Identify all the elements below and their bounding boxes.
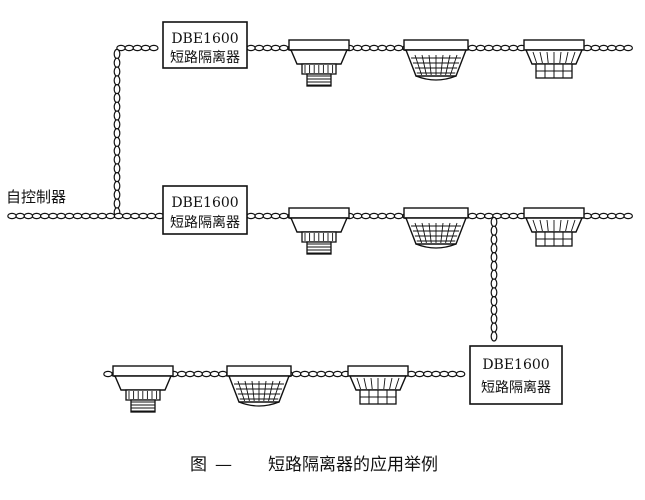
heat-detector-icon (288, 207, 350, 255)
isolator-name: 短路隔离器 (170, 214, 240, 231)
isolator-name: 短路隔离器 (481, 379, 551, 396)
isolator-model: DBE1600 (171, 31, 238, 47)
bus-top-left (116, 44, 159, 52)
isolator-model: DBE1600 (482, 357, 549, 373)
heat-detector-icon (112, 365, 174, 413)
smoke-detector-icon (403, 39, 469, 81)
smoke-detector-icon (226, 365, 292, 407)
bus-branch (490, 216, 498, 342)
isolator-box-top: DBE1600 短路隔离器 (162, 21, 248, 69)
detectors (112, 39, 585, 413)
heat-detector-icon (288, 39, 350, 87)
smoke-detector-icon (403, 207, 469, 249)
isolator-box-middle: DBE1600 短路隔离器 (162, 185, 248, 235)
smoke-detector-icon (523, 207, 585, 247)
figure-title: 短路隔离器的应用举例 (268, 455, 438, 475)
smoke-detector-icon (347, 365, 409, 405)
isolator-box-bottom: DBE1600 短路隔离器 (469, 345, 563, 405)
smoke-detector-icon (523, 39, 585, 79)
figure-dash: — (215, 455, 232, 475)
figure-label: 图 (190, 455, 207, 475)
bus-middle-left (7, 212, 165, 220)
controller-label: 自控制器 (6, 188, 66, 206)
bus-riser (113, 48, 121, 218)
isolator-model: DBE1600 (171, 195, 238, 211)
isolator-name: 短路隔离器 (170, 49, 240, 66)
